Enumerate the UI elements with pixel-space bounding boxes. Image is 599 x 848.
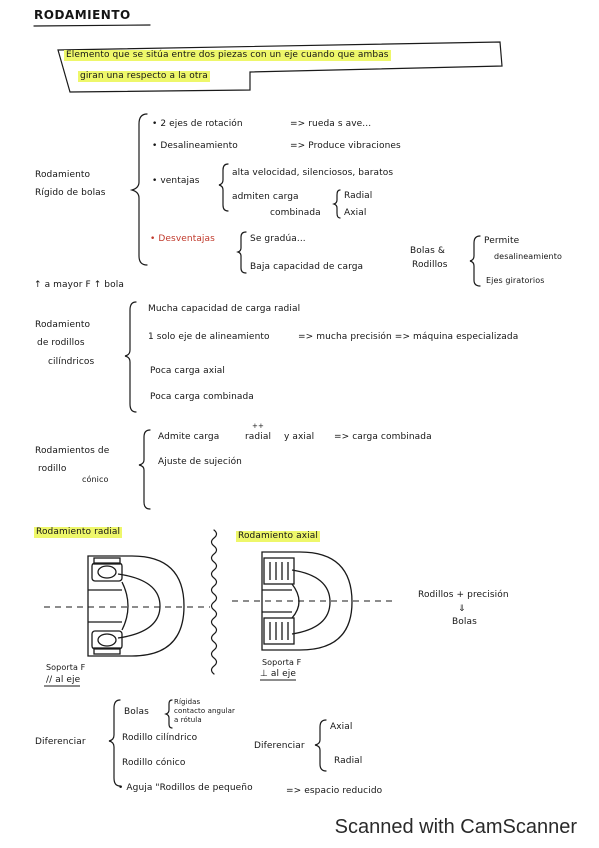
bolas-item: combinada — [270, 208, 321, 218]
definition-line-2: giran una respecto a la otra — [78, 71, 210, 82]
bolas-item: Axial — [344, 208, 367, 218]
summary-right-item: Axial — [330, 722, 353, 732]
radial-caption-1: Soporta F — [46, 663, 86, 672]
cilindricos-label-2: de rodillos — [37, 338, 85, 348]
summary-label-right: Diferenciar — [254, 741, 305, 751]
summary-right-item: Radial — [334, 756, 363, 766]
axial-caption-2: ⊥ al eje — [260, 669, 296, 679]
cilindricos-item: Poca carga axial — [150, 366, 225, 376]
side-arrow: ⇓ — [458, 604, 466, 614]
side-note-1: Rodillos + precisión — [418, 590, 509, 600]
bolas-item: desalineamiento — [494, 252, 562, 261]
camscanner-watermark: Scanned with CamScanner — [334, 816, 577, 838]
conicos-label-3: cónico — [82, 475, 109, 484]
radial-caption-2: // al eje — [46, 675, 81, 685]
summary-item: Bolas — [124, 707, 149, 717]
bolas-item: Baja capacidad de carga — [250, 262, 364, 272]
bolas-label-1: Rodamiento — [35, 170, 91, 180]
summary-item: • Aguja "Rodillos de pequeño — [118, 783, 253, 793]
axial-title: Rodamiento axial — [236, 531, 320, 542]
bolas-item: Permite — [484, 236, 520, 246]
axial-caption-1: Soporta F — [262, 658, 302, 667]
cilindricos-item: Mucha capacidad de carga radial — [148, 304, 301, 314]
bolas-item: Radial — [344, 191, 373, 201]
summary-item: Rodillo cónico — [122, 758, 186, 768]
bolas-item: => rueda s ave... — [290, 119, 372, 129]
conicos-item: ++ — [252, 422, 264, 430]
conicos-item: => carga combinada — [334, 432, 432, 442]
summary-label-left: Diferenciar — [35, 737, 86, 747]
cilindricos-item: => mucha precisión => máquina especializ… — [298, 332, 519, 342]
summary-item: a rótula — [174, 716, 202, 724]
bolas-item: Se gradúa... — [250, 234, 306, 244]
bolas-item: • ventajas — [152, 176, 200, 186]
bolas-item: • 2 ejes de rotación — [152, 119, 243, 129]
bolas-label-2: Rígido de bolas — [35, 188, 106, 198]
radial-title: Rodamiento radial — [34, 527, 123, 538]
cilindricos-item: Poca carga combinada — [150, 392, 254, 402]
bolas-item: alta velocidad, silenciosos, baratos — [232, 168, 394, 178]
summary-item: contacto angular — [174, 707, 236, 715]
bolas-note: ↑ a mayor F ↑ bola — [34, 280, 124, 290]
bolas-item: admiten carga — [232, 192, 299, 202]
summary-item: Rodillo cilíndrico — [122, 733, 198, 743]
summary-item: => espacio reducido — [286, 786, 383, 796]
cilindricos-item: 1 solo eje de alineamiento — [148, 332, 270, 342]
conicos-item: Ajuste de sujeción — [158, 457, 242, 467]
conicos-label-1: Rodamientos de — [35, 446, 110, 456]
cilindricos-label-1: Rodamiento — [35, 320, 91, 330]
bolas-item: • Desalineamiento — [152, 141, 238, 151]
page-title: RODAMIENTO — [34, 8, 131, 22]
cilindricos-label-3: cilíndricos — [48, 357, 95, 367]
conicos-label-2: rodillo — [38, 464, 67, 474]
summary-item: Rígidas — [174, 698, 201, 706]
bolas-item: • Desventajas — [150, 234, 215, 244]
radial-bearing-drawing — [44, 555, 210, 657]
definition-line-1: Elemento que se sitúa entre dos piezas c… — [64, 50, 391, 61]
side-note-2: Bolas — [452, 617, 477, 627]
bolas-item: Bolas & — [410, 246, 445, 256]
bolas-item: Rodillos — [412, 260, 448, 270]
bolas-item: => Produce vibraciones — [290, 141, 401, 151]
bolas-item: Ejes giratorios — [486, 276, 545, 285]
conicos-item: radial — [245, 432, 272, 442]
conicos-item: Admite carga — [158, 432, 220, 442]
conicos-item: y axial — [284, 432, 315, 442]
axial-bearing-drawing — [232, 551, 392, 651]
